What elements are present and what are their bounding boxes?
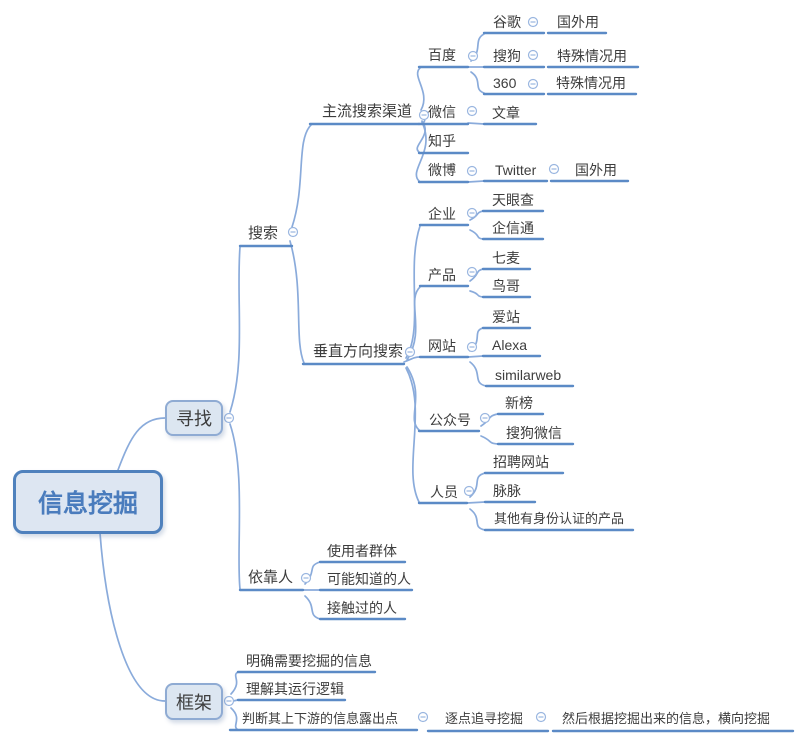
topic-tianyancha[interactable]: 天眼查: [492, 192, 534, 208]
topic-search[interactable]: 搜索: [248, 225, 279, 242]
topic-twitter-note[interactable]: 国外用: [575, 162, 617, 178]
topic-qimai[interactable]: 七麦: [492, 250, 520, 266]
branch-curve: [467, 355, 484, 358]
root-topic[interactable]: 信息挖掘: [13, 470, 163, 534]
collapse-icon-find[interactable]: [223, 412, 235, 424]
topic-baidu[interactable]: 百度: [428, 47, 456, 63]
topic-logic[interactable]: 理解其运行逻辑: [246, 681, 344, 697]
topic-clarify[interactable]: 明确需要挖掘的信息: [246, 653, 372, 669]
topic-other-verified[interactable]: 其他有身份认证的产品: [494, 511, 625, 526]
topic-horizontal[interactable]: 然后根据挖掘出来的信息，横向挖掘: [562, 711, 771, 726]
branch-curve: [470, 71, 485, 94]
topic-qixintong[interactable]: 企信通: [492, 220, 534, 236]
topic-contacted[interactable]: 接触过的人: [327, 600, 397, 616]
branch-curve: [405, 367, 420, 503]
topic-sogou-note[interactable]: 特殊情况用: [557, 48, 627, 64]
topic-sogou-wechat[interactable]: 搜狗微信: [506, 425, 562, 441]
collapse-icon-website[interactable]: [466, 341, 478, 353]
branch-curve: [289, 240, 305, 364]
collapse-icon-sogou[interactable]: [527, 49, 539, 61]
branch-curve: [469, 229, 484, 240]
collapse-icon-judge[interactable]: [417, 711, 429, 723]
topic-find[interactable]: 寻找: [165, 400, 223, 436]
branch-curve: [469, 210, 484, 221]
branch-curve: [230, 707, 239, 731]
collapse-icon-weibo[interactable]: [466, 165, 478, 177]
collapse-icon-official[interactable]: [479, 412, 491, 424]
topic-vertical[interactable]: 垂直方向搜索: [313, 343, 404, 360]
topic-rely[interactable]: 依靠人: [248, 569, 294, 586]
branch-curve: [403, 356, 421, 363]
topic-job-sites[interactable]: 招聘网站: [493, 454, 549, 470]
branch-curve: [480, 435, 499, 445]
branch-curve: [467, 122, 485, 125]
collapse-icons: [223, 16, 560, 723]
topic-google-note[interactable]: 国外用: [557, 14, 599, 30]
root-topic-label: 信息挖掘: [37, 490, 138, 518]
branch-curve: [406, 366, 420, 431]
branch-curve: [467, 180, 485, 183]
collapse-icon-wechat[interactable]: [466, 105, 478, 117]
branch-curve: [469, 268, 484, 282]
branch-curve: [99, 532, 166, 702]
branch-curve: [416, 67, 425, 111]
topic-wechat[interactable]: 微信: [428, 104, 456, 120]
topic-maimai[interactable]: 脉脉: [493, 483, 521, 499]
branch-curve: [230, 671, 239, 695]
topic-may-know[interactable]: 可能知道的人: [327, 571, 411, 587]
collapse-icon-baidu[interactable]: [467, 50, 479, 62]
topic-find-label: 寻找: [176, 409, 212, 429]
topic-enterprise[interactable]: 企业: [428, 206, 456, 222]
branch-curve: [304, 595, 321, 620]
branch-curve: [466, 501, 486, 504]
collapse-icon-360[interactable]: [527, 78, 539, 90]
collapse-icon-rely[interactable]: [300, 572, 312, 584]
topic-official-account[interactable]: 公众号: [429, 412, 471, 428]
collapse-icon-twitter[interactable]: [548, 163, 560, 175]
topic-360-note[interactable]: 特殊情况用: [556, 75, 626, 91]
collapse-icon-enterprise[interactable]: [466, 207, 478, 219]
collapse-icon-google[interactable]: [527, 16, 539, 28]
topic-trace[interactable]: 逐点追寻挖掘: [445, 711, 524, 726]
collapse-icon-search[interactable]: [287, 226, 299, 238]
topic-article[interactable]: 文章: [492, 105, 520, 121]
branch-curve: [469, 361, 487, 387]
topic-zhihu[interactable]: 知乎: [428, 133, 456, 149]
topic-alexa[interactable]: Alexa: [492, 337, 528, 353]
collapse-icon-people[interactable]: [463, 485, 475, 497]
collapse-icon-framework[interactable]: [223, 695, 235, 707]
branch-curve: [117, 417, 166, 471]
topic-website[interactable]: 网站: [428, 338, 456, 354]
topic-google[interactable]: 谷歌: [493, 14, 521, 30]
collapse-icon-trace[interactable]: [535, 711, 547, 723]
topic-newrank[interactable]: 新榜: [505, 395, 533, 411]
topic-judge[interactable]: 判断其上下游的信息露出点: [242, 711, 399, 726]
branch-curve: [415, 121, 427, 182]
branch-curve: [291, 124, 312, 228]
topic-framework-label: 框架: [176, 692, 212, 713]
topic-aizhan[interactable]: 爱站: [492, 309, 520, 325]
collapse-icon-product[interactable]: [466, 266, 478, 278]
topic-framework[interactable]: 框架: [165, 683, 223, 720]
topic-underlines: [228, 31, 795, 733]
branch-curve: [405, 225, 421, 359]
topic-twitter[interactable]: Twitter: [495, 162, 537, 178]
topic-mainstream[interactable]: 主流搜索渠道: [322, 103, 413, 120]
branch-curve: [469, 290, 484, 298]
collapse-icon-vertical[interactable]: [404, 346, 416, 358]
topic-people[interactable]: 人员: [430, 484, 458, 500]
topic-360[interactable]: 360: [493, 75, 517, 91]
topic-sogou[interactable]: 搜狗: [493, 48, 521, 64]
branch-curve: [229, 246, 241, 413]
topic-similarweb[interactable]: similarweb: [495, 367, 562, 383]
collapse-icon-mainstream[interactable]: [418, 109, 430, 121]
topic-weibo[interactable]: 微博: [428, 162, 456, 178]
branch-curve: [469, 508, 486, 531]
branch-curve: [229, 423, 241, 590]
topic-user-groups[interactable]: 使用者群体: [327, 543, 397, 559]
topic-niaoge[interactable]: 鸟哥: [492, 278, 520, 294]
topic-product[interactable]: 产品: [428, 267, 456, 283]
